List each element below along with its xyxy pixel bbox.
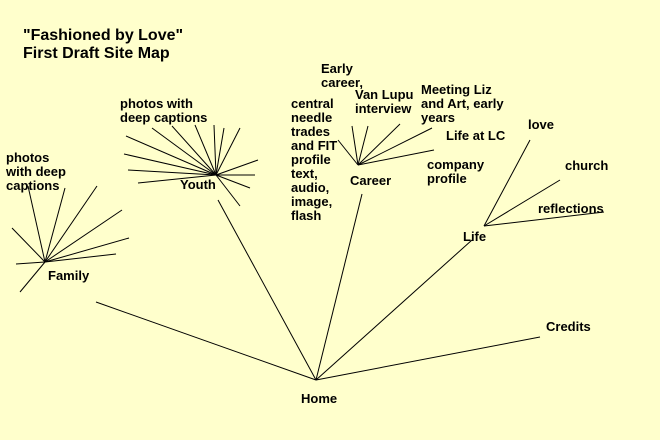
node-career-early[interactable]: Early career, bbox=[321, 61, 363, 90]
edge-family-spoke bbox=[44, 209, 123, 263]
node-family-photos[interactable]: photos with deep captions bbox=[6, 150, 66, 193]
node-career-profile[interactable]: central needle trades and FIT profile te… bbox=[291, 96, 338, 223]
node-youth[interactable]: Youth bbox=[180, 177, 216, 192]
edge-youth-spoke bbox=[213, 124, 217, 176]
node-life[interactable]: Life bbox=[463, 229, 487, 244]
edge-home-life bbox=[315, 239, 473, 381]
edge-family-spoke bbox=[44, 253, 117, 263]
edge-youth-spoke bbox=[127, 169, 217, 176]
node-career-company[interactable]: company profile bbox=[427, 157, 485, 186]
node-life-love[interactable]: love bbox=[528, 117, 555, 132]
edge-youth-spoke bbox=[215, 174, 241, 207]
edge-career-spoke bbox=[357, 123, 401, 166]
edge-career-spoke bbox=[357, 149, 435, 166]
node-youth-photos[interactable]: photos with deep captions bbox=[120, 96, 208, 125]
edge-youth-spoke bbox=[215, 174, 251, 189]
diagram-title: "Fashioned by Love" First Draft Site Map bbox=[23, 27, 183, 63]
node-career-meeting[interactable]: Meeting Liz and Art, early years bbox=[421, 82, 504, 125]
title-line-1: "Fashioned by Love" bbox=[23, 27, 184, 44]
edge-family-spoke bbox=[44, 237, 130, 263]
edge-youth-spoke bbox=[125, 135, 217, 176]
edge-family-spoke bbox=[44, 185, 98, 263]
edge-youth-spoke bbox=[171, 125, 217, 176]
edge-youth-spoke bbox=[215, 127, 225, 176]
edge-youth-spoke bbox=[194, 124, 217, 176]
node-life-reflections[interactable]: reflections bbox=[538, 201, 604, 216]
edge-career-spoke bbox=[357, 125, 369, 166]
edge-home-family bbox=[95, 301, 317, 381]
edge-family-spoke bbox=[11, 227, 46, 263]
edge-home-career bbox=[315, 193, 363, 381]
edge-life-church bbox=[483, 179, 561, 227]
edge-career-spoke bbox=[351, 125, 359, 166]
edge-youth-spoke bbox=[215, 159, 259, 176]
node-life-church[interactable]: church bbox=[565, 158, 609, 173]
edge-life-reflections bbox=[483, 211, 605, 227]
edge-family-spoke bbox=[19, 261, 46, 293]
edge-family-spoke bbox=[44, 187, 66, 263]
node-credits[interactable]: Credits bbox=[546, 319, 591, 334]
edge-youth-spoke bbox=[215, 127, 241, 176]
edge-youth-spoke bbox=[137, 174, 217, 184]
node-family[interactable]: Family bbox=[48, 268, 90, 283]
title-line-2: First Draft Site Map bbox=[23, 45, 170, 62]
edge-career-spoke bbox=[337, 139, 359, 166]
edge-life-love bbox=[483, 139, 531, 227]
edge-home-credits bbox=[315, 336, 541, 381]
edge-career-spoke bbox=[357, 127, 433, 166]
node-career[interactable]: Career bbox=[350, 173, 392, 188]
edge-youth-spoke bbox=[151, 127, 217, 176]
edge-family-spoke bbox=[27, 185, 46, 263]
edge-youth-spoke bbox=[123, 153, 217, 176]
node-career-lifeatlc[interactable]: Life at LC bbox=[446, 128, 506, 143]
node-career-vanlupu[interactable]: Van Lupu interview bbox=[355, 87, 414, 116]
edge-family-spoke bbox=[15, 261, 46, 265]
edge-home-youth bbox=[217, 199, 317, 381]
node-home[interactable]: Home bbox=[301, 391, 338, 406]
